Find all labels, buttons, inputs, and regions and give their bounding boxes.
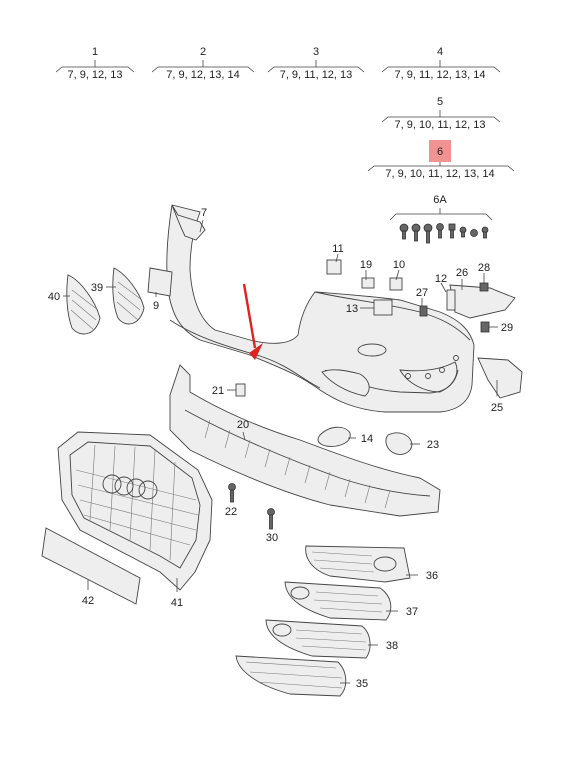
group-parts: 7, 9, 10, 11, 12, 13, 14 [385, 168, 494, 180]
header-group-4: 4 7, 9, 11, 12, 13, 14 [381, 46, 501, 81]
callout-9: 9 [153, 292, 159, 312]
svg-text:10: 10 [393, 259, 405, 271]
header-group-6a: 6A [389, 194, 493, 221]
callout-28: 28 [478, 262, 490, 284]
svg-text:27: 27 [416, 287, 428, 299]
side-insert-40 [66, 274, 101, 335]
callout-41: 41 [171, 578, 183, 609]
callout-14: 14 [348, 433, 373, 445]
header-group-3: 3 7, 9, 11, 12, 13 [267, 46, 365, 81]
fog-grille-35 [235, 655, 347, 697]
callout-13: 13 [346, 303, 374, 315]
group-number: 5 [437, 96, 443, 108]
svg-text:13: 13 [346, 303, 358, 315]
svg-text:19: 19 [360, 259, 372, 271]
group-parts: 7, 9, 12, 13, 14 [166, 69, 239, 81]
grille-41 [57, 431, 213, 591]
svg-text:26: 26 [456, 267, 468, 279]
group-number: 6A [433, 194, 447, 206]
svg-text:12: 12 [435, 273, 447, 285]
clip-10 [389, 277, 403, 291]
svg-text:41: 41 [171, 597, 183, 609]
svg-text:9: 9 [153, 300, 159, 312]
callout-26: 26 [456, 267, 468, 290]
bracket-25 [477, 357, 523, 399]
svg-text:36: 36 [426, 570, 438, 582]
clip-11 [326, 259, 342, 275]
svg-text:37: 37 [406, 606, 418, 618]
callout-37: 37 [386, 606, 418, 618]
callout-42: 42 [82, 580, 94, 607]
callout-22: 22 [225, 506, 237, 518]
callout-29: 29 [489, 322, 513, 334]
callout-11: 11 [332, 243, 344, 263]
header-group-1: 1 7, 9, 12, 13 [55, 46, 135, 81]
svg-text:39: 39 [91, 282, 103, 294]
callout-7: 7 [199, 207, 207, 233]
svg-text:40: 40 [48, 291, 60, 303]
callout-35: 35 [340, 678, 368, 690]
clip-21 [235, 383, 246, 397]
header-group-2: 2 7, 9, 12, 13, 14 [151, 46, 255, 81]
fog-grille-38 [265, 619, 371, 659]
screw-30 [267, 508, 275, 530]
svg-text:23: 23 [427, 439, 439, 451]
svg-text:29: 29 [501, 322, 513, 334]
callout-19: 19 [360, 259, 372, 280]
washer-cap-14 [317, 426, 351, 447]
group-number: 2 [200, 46, 206, 58]
group-parts: 7, 9, 11, 12, 13 [280, 69, 353, 81]
svg-text:25: 25 [491, 402, 503, 414]
side-insert-39 [112, 267, 145, 325]
group-parts: 7, 9, 11, 12, 13, 14 [395, 69, 486, 81]
header-group-5: 5 7, 9, 10, 11, 12, 13 [381, 96, 501, 131]
cover-23 [385, 432, 413, 455]
group-number: 3 [313, 46, 319, 58]
fog-grille-36 [305, 545, 411, 583]
svg-text:21: 21 [212, 385, 224, 397]
svg-text:30: 30 [266, 532, 278, 544]
callout-40: 40 [48, 291, 70, 303]
svg-text:14: 14 [361, 433, 373, 445]
callout-20: 20 [237, 419, 249, 441]
callout-25: 25 [491, 380, 503, 414]
callout-30: 30 [266, 532, 278, 544]
group-number: 6 [437, 146, 443, 158]
bracket-13 [373, 299, 393, 316]
callout-38: 38 [368, 640, 398, 652]
svg-text:22: 22 [225, 506, 237, 518]
group-number: 4 [437, 46, 443, 58]
callout-39: 39 [91, 282, 116, 294]
fastener-kit-6a [399, 223, 489, 244]
impact-absorber-20 [169, 364, 441, 517]
callout-23: 23 [410, 439, 439, 451]
group-number: 1 [92, 46, 98, 58]
callout-36: 36 [406, 570, 438, 582]
callout-21: 21 [212, 385, 236, 397]
screw-22 [228, 483, 236, 503]
header-group-6: 6 7, 9, 10, 11, 12, 13, 14 [367, 140, 515, 180]
red-arrow [242, 283, 263, 360]
bumper-cover [147, 204, 475, 413]
svg-text:42: 42 [82, 595, 94, 607]
svg-text:35: 35 [356, 678, 368, 690]
svg-text:7: 7 [201, 207, 207, 219]
fog-grille-37 [284, 581, 392, 621]
group-parts: 7, 9, 10, 11, 12, 13 [395, 119, 486, 131]
plate-bracket-42 [41, 527, 141, 605]
side-brackets [419, 282, 516, 333]
svg-text:20: 20 [237, 419, 249, 431]
callout-12: 12 [435, 273, 447, 293]
svg-text:28: 28 [478, 262, 490, 274]
svg-text:38: 38 [386, 640, 398, 652]
callout-10: 10 [393, 259, 405, 281]
callout-27: 27 [416, 287, 428, 306]
highlight-box [429, 140, 451, 162]
svg-text:11: 11 [332, 243, 343, 255]
group-parts: 7, 9, 12, 13 [67, 69, 122, 81]
clip-19 [361, 277, 375, 289]
